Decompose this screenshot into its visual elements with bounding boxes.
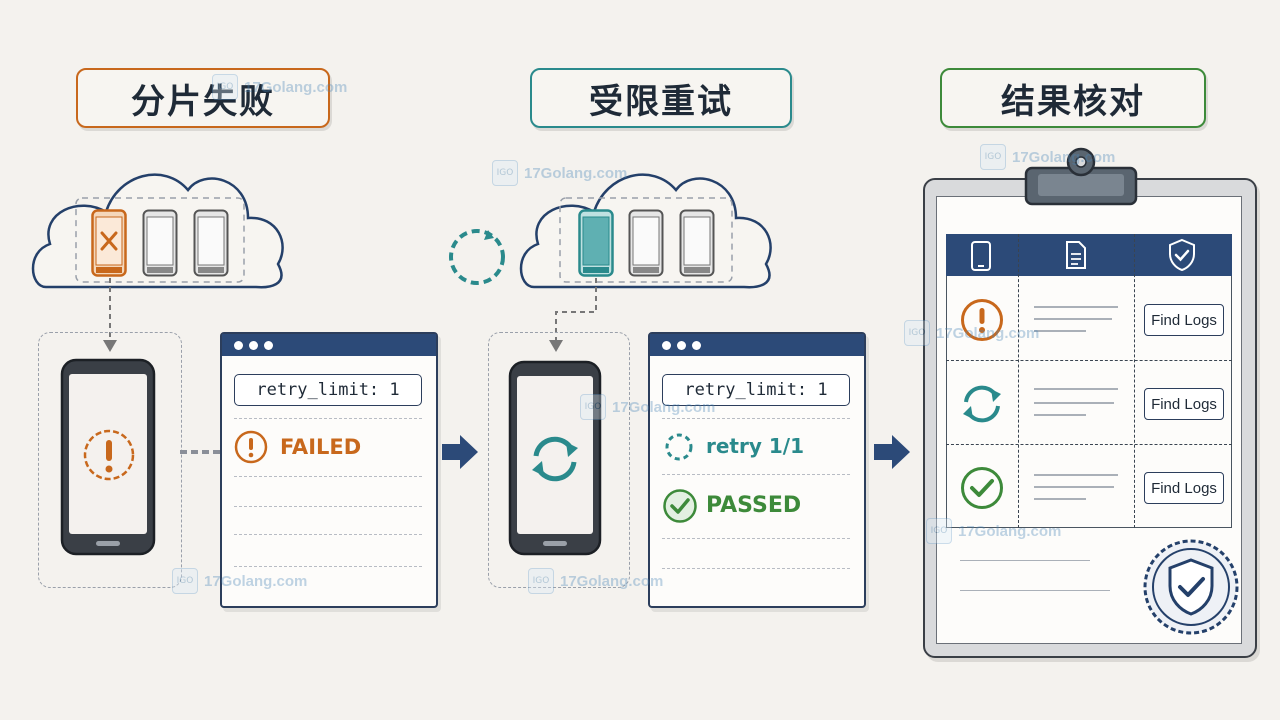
window-dot: [234, 341, 243, 350]
watermark-logo-icon: IGO: [926, 518, 952, 544]
window-dot: [692, 341, 701, 350]
shield-check-seal-icon: [1143, 539, 1239, 635]
log-line: [1034, 414, 1086, 416]
watermark-text: 17Golang.com: [560, 572, 664, 590]
retry-count: retry 1/1: [706, 434, 804, 458]
retry-device-icon: [578, 209, 614, 277]
retry-limit-field: retry_limit: 1: [662, 374, 850, 406]
watermark-logo-icon: IGO: [980, 144, 1006, 170]
redispatch-arrow: [549, 278, 597, 352]
watermark-text: 17Golang.com: [524, 164, 628, 182]
watermark-text: 17Golang.com: [244, 78, 348, 96]
dashed-circle-icon: [665, 433, 693, 461]
exclamation-icon: [83, 429, 135, 481]
clipboard-clip-icon: [1024, 147, 1138, 206]
divider: [662, 538, 850, 539]
divider: [662, 568, 850, 569]
sync-icon: [532, 436, 578, 482]
log-line: [1034, 388, 1118, 390]
watermark: IGO 17Golang.com: [528, 568, 663, 594]
watermark: IGO 17Golang.com: [580, 394, 715, 420]
retry-limit-field: retry_limit: 1: [234, 374, 422, 406]
flow-arrow-right: [442, 435, 478, 469]
check-circle-icon: [961, 467, 1003, 509]
document-icon: [1066, 241, 1086, 269]
stage-title-limited-retry: 受限重试: [530, 68, 792, 128]
divider: [234, 476, 422, 477]
stage-title-shard-failed: 分片失败: [76, 68, 330, 128]
log-line: [1034, 306, 1118, 308]
divider: [234, 534, 422, 535]
watermark-text: 17Golang.com: [958, 522, 1062, 540]
log-line: [1034, 318, 1112, 320]
idle-device-icon: [679, 209, 715, 277]
window-dot: [249, 341, 258, 350]
divider: [234, 566, 422, 567]
find-logs-button[interactable]: Find Logs: [1144, 388, 1224, 420]
log-line: [1034, 498, 1086, 500]
watermark: IGO 17Golang.com: [212, 74, 347, 100]
idle-device-icon: [142, 209, 178, 277]
divider: [234, 418, 422, 419]
log-line: [1034, 402, 1114, 404]
window-titlebar: [222, 334, 436, 356]
check-circle-icon: [663, 489, 697, 523]
window-dot: [264, 341, 273, 350]
device-frame-2: [488, 332, 630, 588]
log-line: [1034, 474, 1118, 476]
retry-cycle-icon: [449, 229, 505, 285]
status-failed: FAILED: [280, 435, 362, 459]
device-frame-1: [38, 332, 182, 588]
watermark-logo-icon: IGO: [492, 160, 518, 186]
watermark-logo-icon: IGO: [212, 74, 238, 100]
watermark: IGO 17Golang.com: [980, 144, 1115, 170]
row-divider: [946, 444, 1232, 445]
watermark: IGO 17Golang.com: [926, 518, 1061, 544]
watermark: IGO 17Golang.com: [492, 160, 627, 186]
watermark-logo-icon: IGO: [580, 394, 606, 420]
watermark: IGO 17Golang.com: [172, 568, 307, 594]
log-line: [1034, 486, 1114, 488]
stage-title-result-check: 结果核对: [940, 68, 1206, 128]
divider: [662, 418, 850, 419]
find-logs-button[interactable]: Find Logs: [1144, 304, 1224, 336]
idle-device-icon: [193, 209, 229, 277]
failed-device-icon: [91, 209, 127, 277]
phone-icon: [971, 241, 991, 271]
paper-line: [960, 560, 1090, 561]
watermark: IGO 17Golang.com: [904, 320, 1039, 346]
window-dot: [662, 341, 671, 350]
dispatch-arrow: [103, 278, 117, 352]
watermark-logo-icon: IGO: [172, 568, 198, 594]
divider: [234, 506, 422, 507]
exclamation-icon: [961, 299, 1003, 341]
flow-arrow-right: [874, 435, 910, 469]
status-passed: PASSED: [706, 493, 802, 518]
idle-device-icon: [628, 209, 664, 277]
link-dashes: [180, 450, 220, 454]
table-body: [946, 276, 1232, 528]
col-divider: [1134, 234, 1135, 528]
window-titlebar: [650, 334, 864, 356]
col-divider: [1018, 234, 1019, 528]
paper-line: [960, 590, 1110, 591]
watermark-text: 17Golang.com: [1012, 148, 1116, 166]
job-window-retry: retry_limit: 1 retry 1/1 PASSED: [648, 332, 866, 608]
shield-check-icon: [1169, 238, 1195, 272]
job-window-failed: retry_limit: 1 FAILED: [220, 332, 438, 608]
row-divider: [946, 360, 1232, 361]
log-line: [1034, 330, 1086, 332]
sync-icon: [963, 385, 1001, 423]
window-dot: [677, 341, 686, 350]
watermark-logo-icon: IGO: [904, 320, 930, 346]
watermark-text: 17Golang.com: [936, 324, 1040, 342]
exclamation-icon: [234, 430, 268, 464]
device-phone-retry: [508, 360, 602, 556]
watermark-text: 17Golang.com: [204, 572, 308, 590]
watermark-text: 17Golang.com: [612, 398, 716, 416]
find-logs-button[interactable]: Find Logs: [1144, 472, 1224, 504]
divider: [662, 474, 850, 475]
watermark-logo-icon: IGO: [528, 568, 554, 594]
